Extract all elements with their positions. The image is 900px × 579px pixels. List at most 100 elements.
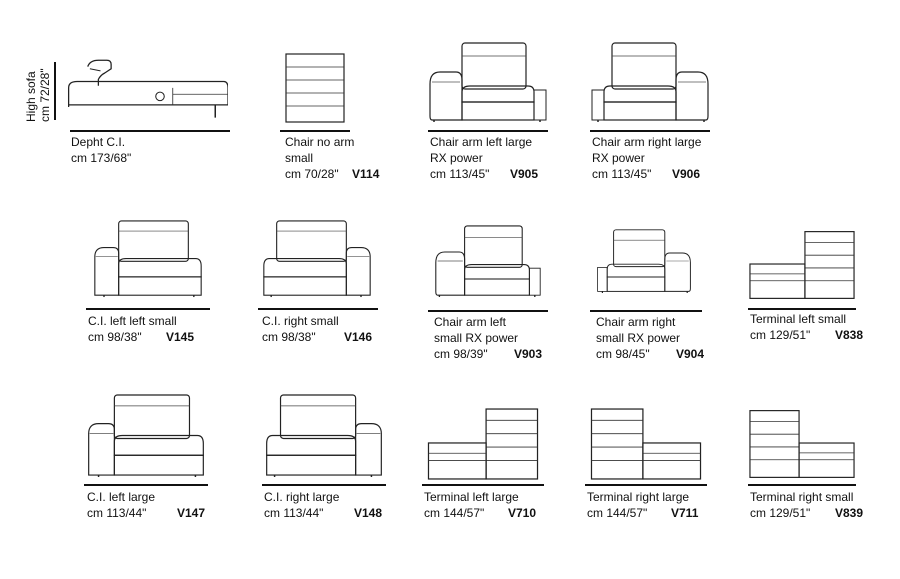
module-v838-code: V838 [835, 328, 864, 342]
module-v147-name-line1: C.I. left large [87, 490, 156, 504]
module-v147-caption: C.I. left large cm 113/44" V147 [87, 489, 217, 521]
module-v711-caption: Terminal right large cm 144/57" V711 [587, 489, 717, 521]
module-v711-code: V711 [671, 506, 699, 520]
module-v838-size: cm 129/51" [750, 328, 811, 342]
module-v710-size: cm 144/57" [424, 506, 485, 520]
side-view-label-line1: High sofa [24, 71, 38, 122]
module-v903-baseline [428, 310, 548, 312]
module-v147-code: V147 [177, 506, 206, 520]
module-v145-size: cm 98/38" [88, 330, 142, 344]
side-view-caption: Depht C.I. cm 173/68" [71, 134, 131, 166]
terminal-left-large-icon [427, 408, 539, 480]
module-v905-name-line2: RX power [430, 151, 483, 165]
height-bar [54, 62, 56, 120]
side-view-height-label: High sofa [24, 71, 38, 122]
chair-arm-right-small-icon [596, 229, 692, 294]
module-v147-drawing [84, 394, 208, 478]
terminal-right-large-icon [590, 408, 702, 480]
module-v838-name-line1: Terminal left small [750, 312, 847, 326]
module-v904-caption: Chair arm right small RX power cm 98/45"… [596, 314, 716, 362]
module-v906-drawing [590, 40, 710, 124]
module-v905-drawing [428, 40, 548, 124]
module-v145-baseline [86, 308, 210, 310]
module-v904-baseline [590, 310, 702, 312]
module-v114-drawing [285, 53, 345, 123]
ci-right-large-icon [265, 394, 383, 478]
module-v904-name-line2: small RX power [596, 331, 681, 345]
module-v906-caption: Chair arm right large RX power cm 113/45… [592, 134, 722, 182]
module-v148-name-line1: C.I. right large [264, 490, 340, 504]
module-v145-caption: C.I. left left small cm 98/38" V145 [88, 313, 208, 345]
side-view-caption-line1: Depht C.I. [71, 135, 126, 149]
ci-right-small-icon [263, 220, 371, 298]
module-v711-size: cm 144/57" [587, 506, 648, 520]
module-v903-drawing [434, 219, 542, 303]
module-v114-size: cm 70/28" [285, 167, 339, 181]
module-v903-code: V903 [514, 347, 543, 361]
module-v710-drawing [422, 408, 544, 480]
sofa-side-profile-drawing [67, 59, 228, 119]
module-v904-code: V904 [676, 347, 705, 361]
ci-left-large-icon [87, 394, 205, 478]
module-v838-caption: Terminal left small cm 129/51" V838 [750, 311, 880, 343]
module-v711-name-line1: Terminal right large [587, 490, 690, 504]
module-v146-code: V146 [344, 330, 373, 344]
module-v148-drawing [262, 394, 386, 478]
module-v145-name-line1: C.I. left left small [88, 314, 177, 328]
terminal-right-small-icon [749, 410, 855, 478]
module-v906-name-line1: Chair arm right large [592, 135, 702, 149]
side-view-label-line2: cm 72/28" [38, 68, 52, 122]
module-v839-caption: Terminal right small cm 129/51" V839 [750, 489, 880, 521]
module-v145-drawing [93, 216, 203, 302]
side-view-baseline [70, 130, 230, 132]
module-v147-size: cm 113/44" [87, 506, 147, 520]
module-v148-caption: C.I. right large cm 113/44" V148 [264, 489, 394, 521]
chair-arm-right-large-icon [591, 42, 709, 123]
terminal-left-small-icon [749, 231, 855, 299]
module-v839-drawing [748, 408, 856, 480]
module-v148-code: V148 [354, 506, 383, 520]
module-v114-caption: Chair no arm small cm 70/28" V114 [285, 134, 395, 182]
module-v906-code: V906 [672, 167, 701, 181]
module-v906-name-line2: RX power [592, 151, 645, 165]
module-v906-baseline [590, 130, 710, 132]
chair-arm-left-small-icon [435, 225, 541, 298]
module-v711-drawing [585, 408, 707, 480]
module-v839-name-line1: Terminal right small [750, 490, 854, 504]
module-v838-drawing [748, 230, 856, 300]
module-v905-caption: Chair arm left large RX power cm 113/45"… [430, 134, 560, 182]
module-v905-size: cm 113/45" [430, 167, 490, 181]
module-v114-name-line1: Chair no arm [285, 135, 355, 149]
module-v839-baseline [748, 484, 856, 486]
module-v710-caption: Terminal left large cm 144/57" V710 [424, 489, 554, 521]
module-v114-name-line2: small [285, 151, 314, 165]
module-v145-code: V145 [166, 330, 195, 344]
ci-left-small-icon [94, 220, 202, 298]
module-v146-baseline [258, 308, 378, 310]
module-v148-size: cm 113/44" [264, 506, 324, 520]
side-view-height-value: cm 72/28" [38, 68, 52, 122]
module-v905-name-line1: Chair arm left large [430, 135, 533, 149]
module-v906-size: cm 113/45" [592, 167, 652, 181]
chair-no-arm-icon [285, 53, 345, 123]
module-v904-size: cm 98/45" [596, 347, 650, 361]
module-v146-size: cm 98/38" [262, 330, 316, 344]
module-v146-name-line1: C.I. right small [262, 314, 339, 328]
side-view-diagram [58, 58, 228, 128]
module-v146-caption: C.I. right small cm 98/38" V146 [262, 313, 382, 345]
module-v839-code: V839 [835, 506, 864, 520]
module-v114-baseline [280, 130, 350, 132]
module-v903-name-line1: Chair arm left [434, 315, 507, 329]
module-v146-drawing [262, 216, 372, 302]
module-v710-name-line1: Terminal left large [424, 490, 519, 504]
module-v710-code: V710 [508, 506, 537, 520]
module-v905-baseline [428, 130, 548, 132]
module-v905-code: V905 [510, 167, 539, 181]
module-v114-code: V114 [352, 167, 380, 181]
module-v903-name-line2: small RX power [434, 331, 519, 345]
module-v711-baseline [585, 484, 707, 486]
module-v839-size: cm 129/51" [750, 506, 811, 520]
module-v903-size: cm 98/39" [434, 347, 488, 361]
module-v838-baseline [748, 308, 856, 310]
module-v710-baseline [422, 484, 544, 486]
